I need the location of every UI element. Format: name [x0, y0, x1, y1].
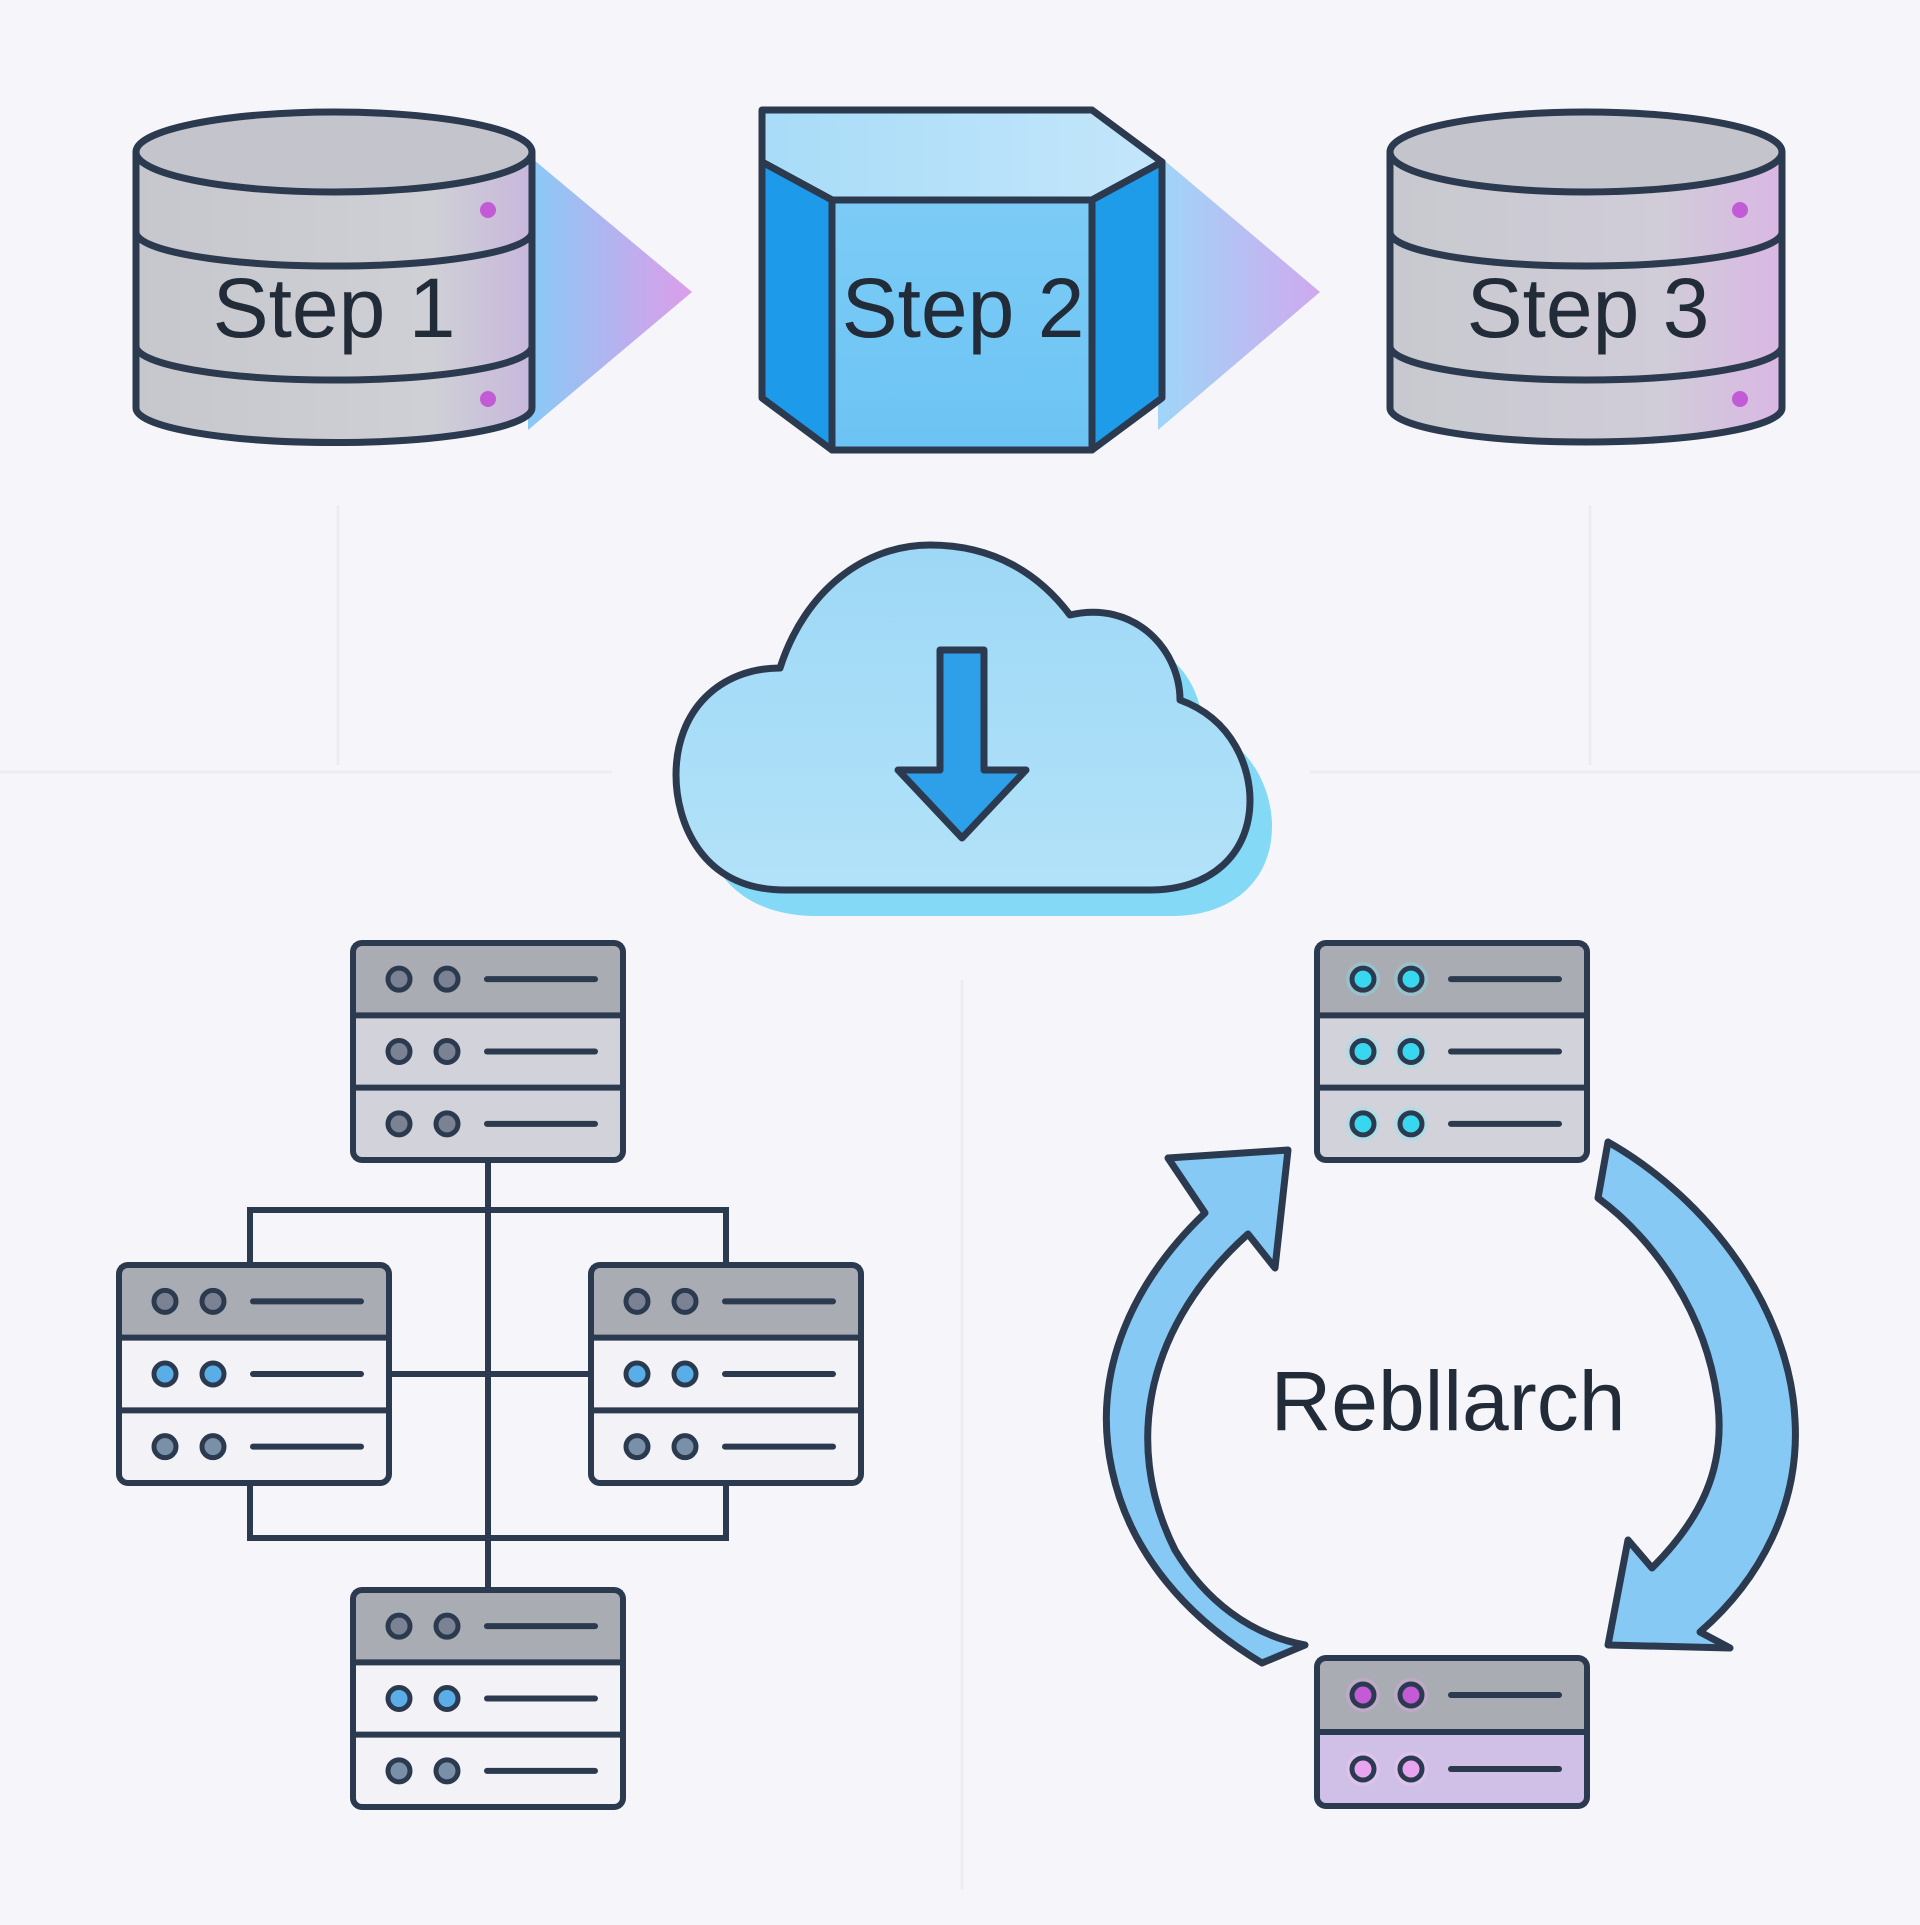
cycle-label: Rebllarch [1271, 1354, 1626, 1448]
server-led [433, 1110, 461, 1138]
status-led [480, 202, 496, 218]
server-led [433, 965, 461, 993]
status-led [480, 391, 496, 407]
server-led [1349, 1681, 1377, 1709]
cycle-server-top [1314, 940, 1590, 1163]
server-led [433, 1038, 461, 1065]
server-led [1397, 1681, 1425, 1709]
cycle-server-bottom [1314, 1655, 1590, 1809]
cycle-arrows [1102, 1138, 1799, 1667]
step-1-label: Step 1 [213, 261, 456, 355]
server-led [671, 1360, 699, 1388]
server-tree [116, 940, 864, 1810]
status-led [1732, 391, 1748, 407]
server-left [116, 1262, 392, 1486]
server-led [623, 1360, 651, 1388]
cycle-arrow-left [1102, 1146, 1309, 1667]
pipeline-arrow-1 [528, 155, 692, 430]
server-led [623, 1433, 651, 1461]
server-led [385, 1612, 413, 1640]
server-led [623, 1287, 651, 1315]
server-led [1349, 1755, 1377, 1783]
server-led [1349, 965, 1377, 993]
server-led [199, 1360, 227, 1388]
server-led [433, 1757, 461, 1785]
server-led [385, 1757, 413, 1785]
server-led [151, 1360, 179, 1388]
server-led [199, 1433, 227, 1461]
cloud-download-icon [672, 541, 1272, 916]
step-2-block [758, 106, 1166, 454]
server-led [1397, 1110, 1425, 1138]
step-2-label: Step 2 [842, 261, 1085, 355]
background-grid [0, 505, 1920, 1890]
server-led [385, 965, 413, 993]
server-led [385, 1685, 413, 1712]
server-led [671, 1287, 699, 1315]
step-1-database [132, 108, 536, 447]
server-led [385, 1110, 413, 1138]
server-led [671, 1433, 699, 1461]
server-led [385, 1038, 413, 1065]
server-led [1349, 1038, 1377, 1065]
status-led [1732, 202, 1748, 218]
download-arrow-icon [894, 646, 1030, 842]
server-led [151, 1433, 179, 1461]
cycle-servers [1314, 940, 1590, 1809]
server-led [433, 1685, 461, 1712]
server-led [1397, 1755, 1425, 1783]
server-led [1397, 965, 1425, 993]
server-top [350, 940, 626, 1163]
cycle-arrow-right [1594, 1138, 1799, 1652]
pipeline-arrow-2 [1158, 155, 1320, 430]
server-bottom [350, 1587, 626, 1810]
server-led [151, 1287, 179, 1315]
server-led [1397, 1038, 1425, 1065]
server-led [433, 1612, 461, 1640]
step-3-label: Step 3 [1467, 261, 1710, 355]
server-led [1349, 1110, 1377, 1138]
server-right [588, 1262, 864, 1486]
server-led [199, 1287, 227, 1315]
step-3-database [1386, 108, 1786, 446]
